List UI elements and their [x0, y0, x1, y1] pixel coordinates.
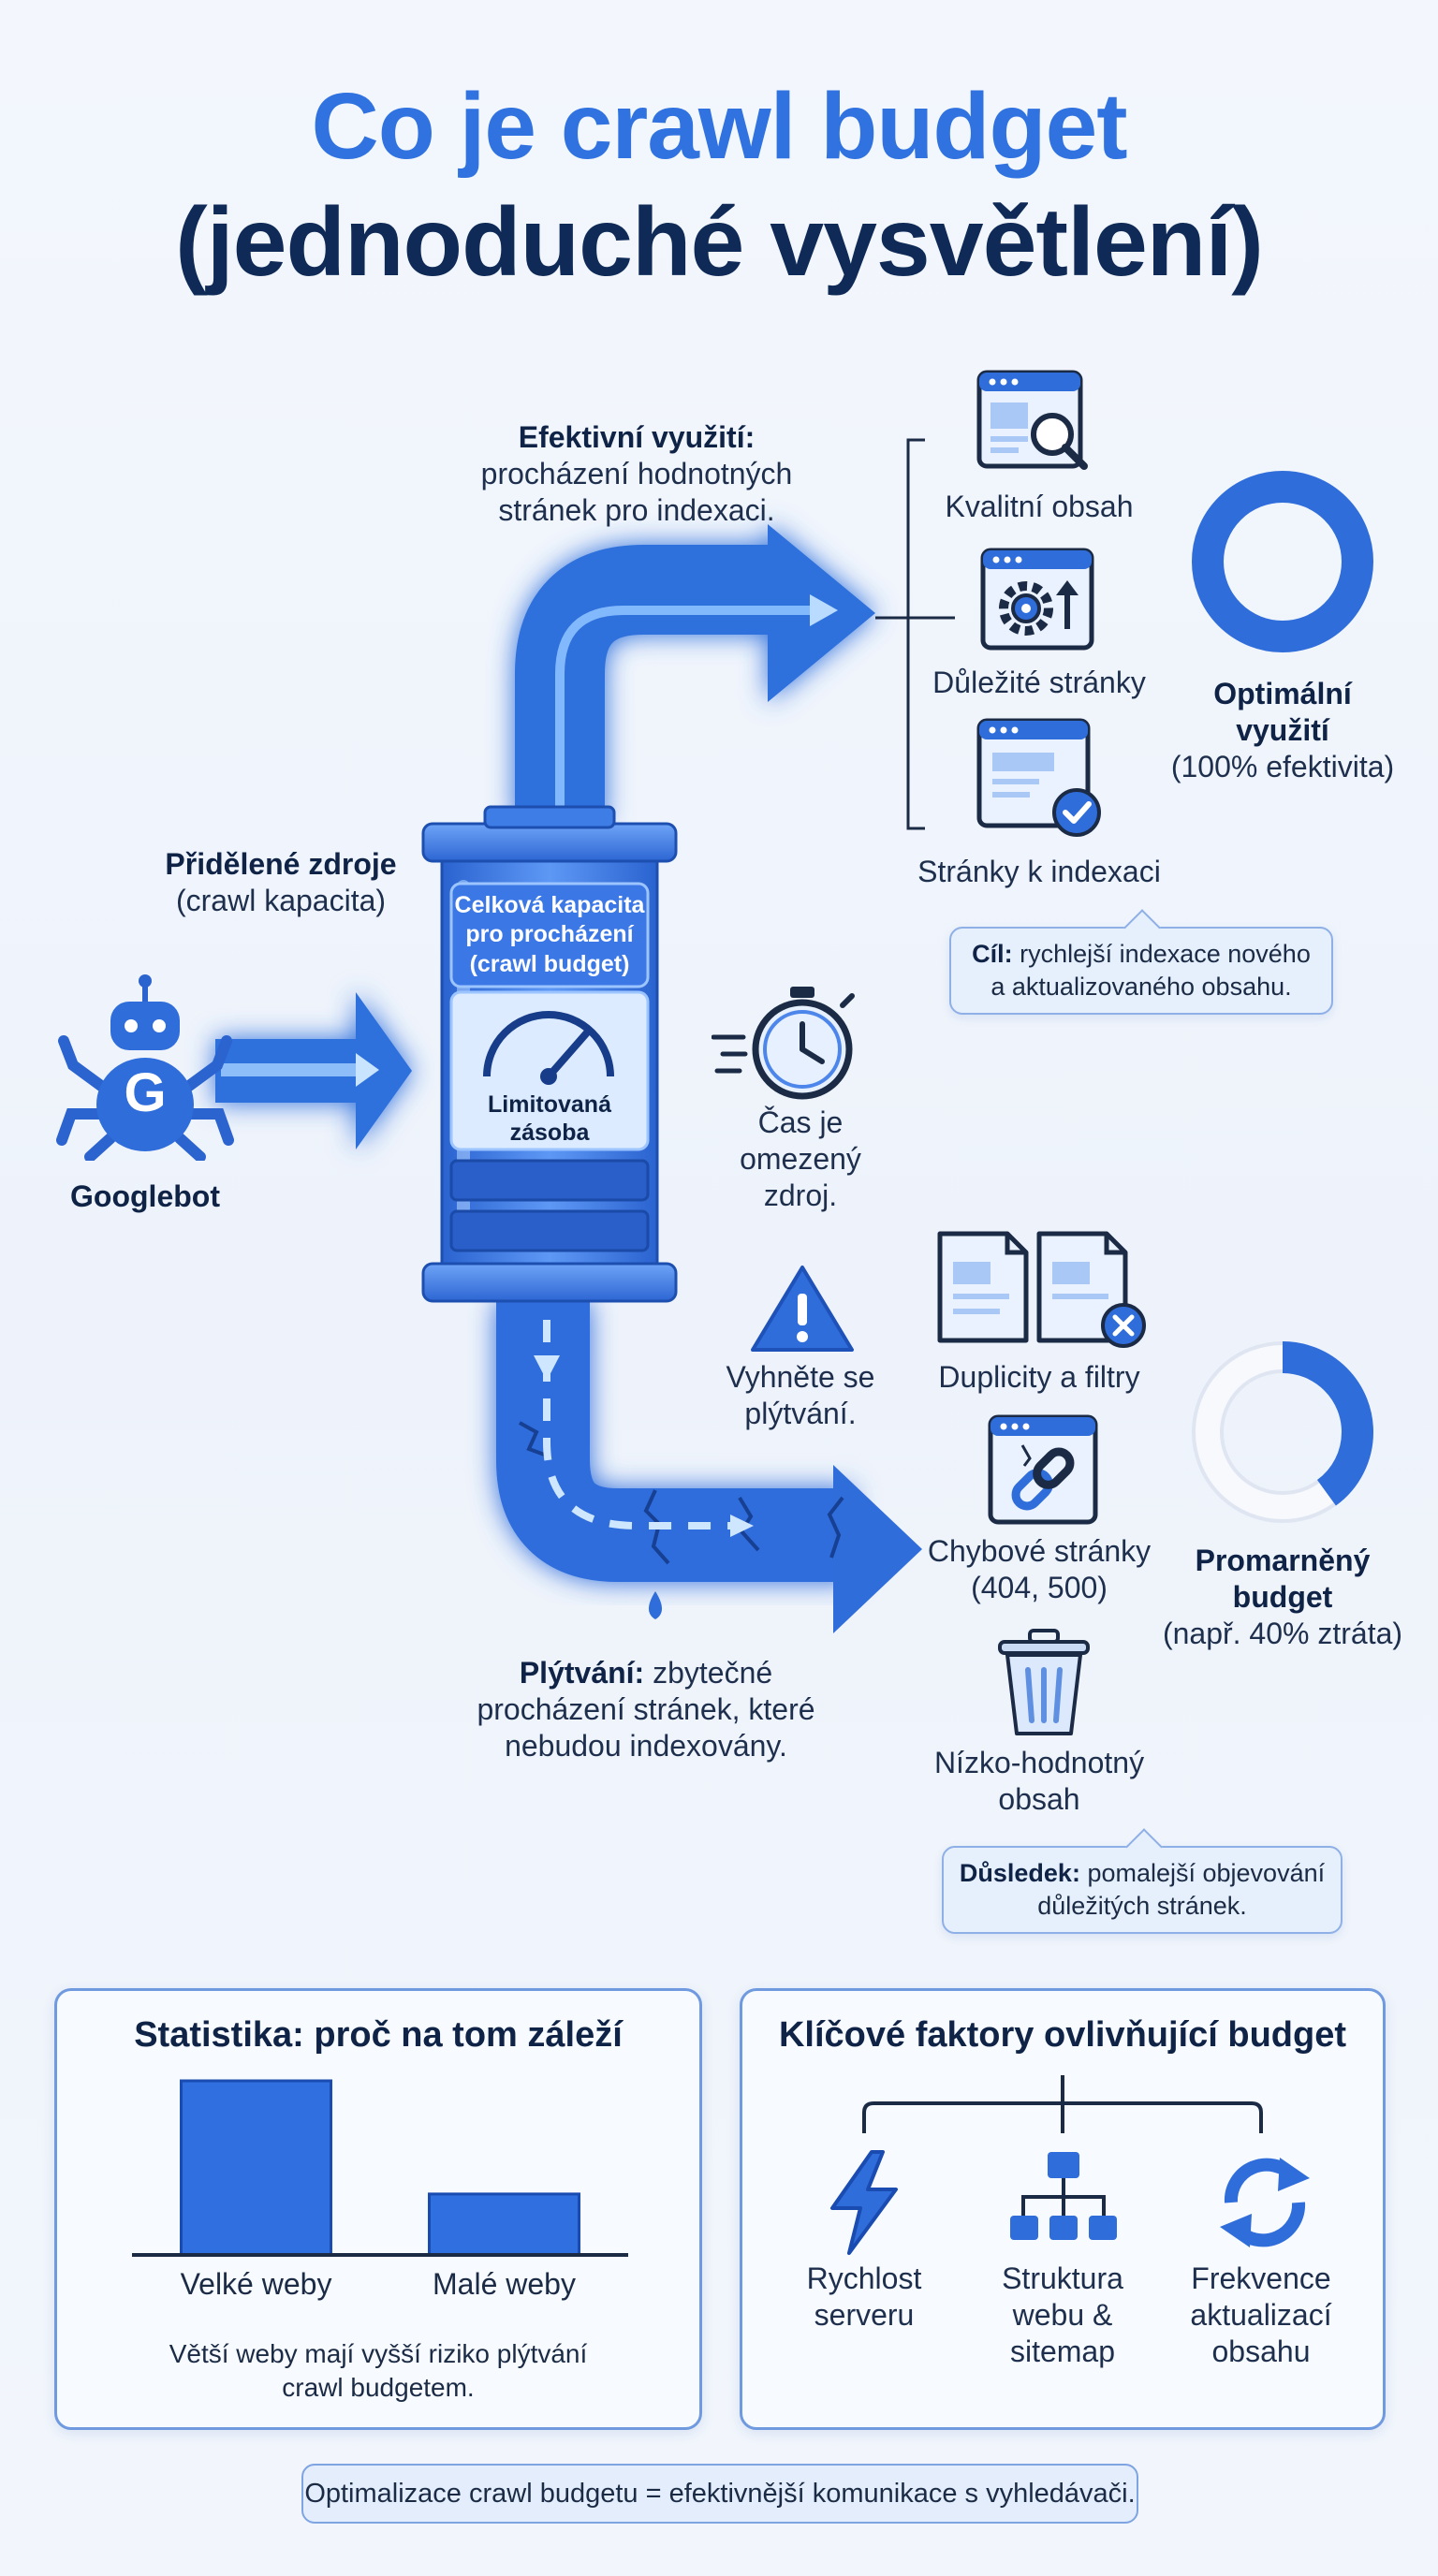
bar-1 [428, 2192, 580, 2257]
stats-bar-chart: Velké weby Malé weby [132, 2079, 628, 2301]
waste-label: Plýtvání: zbytečné procházení stránek, k… [477, 1656, 815, 1764]
good-bracket [875, 438, 955, 830]
trash-icon [998, 1629, 1090, 1735]
allocated-resources-label: Přidělené zdroje (crawl kapacita) [165, 847, 397, 918]
page-title: Co je crawl budget [311, 74, 1127, 179]
search-page-icon [976, 370, 1088, 470]
factor-server-speed: Rychlost serveru [806, 2261, 922, 2333]
bar-0 [180, 2079, 332, 2257]
footer-note: Optimalizace crawl budgetu = efektivnějš… [301, 2464, 1138, 2524]
lightning-icon [830, 2150, 898, 2255]
efficient-usage-label: Efektivní využití: procházení hodnotných… [480, 420, 793, 528]
factors-title: Klíčové faktory ovlivňující budget [778, 2015, 1346, 2055]
factor-update-frequency: Frekvence aktualizací obsahu [1190, 2261, 1332, 2369]
gauge-label: Limitovaná zásoba [488, 1091, 611, 1146]
bar-label-1: Malé weby [433, 2267, 576, 2301]
good-item-pages-to-index: Stránky k indexaci [917, 855, 1161, 888]
lower-pipe [496, 1301, 922, 1633]
stats-title: Statistika: proč na tom záleží [134, 2015, 623, 2055]
bar-label-0: Velké weby [181, 2267, 332, 2301]
wasted-budget-arc [1192, 1341, 1373, 1523]
wasted-budget-donut [1192, 1341, 1373, 1523]
upper-pipe [515, 524, 875, 824]
warning-icon [751, 1266, 854, 1352]
optimal-usage-arc [1192, 471, 1373, 652]
optimal-usage-label: Optimální využití (100% efektivita) [1170, 677, 1395, 784]
bad-item-duplicates: Duplicity a filtry [938, 1360, 1140, 1394]
factors-connector [862, 2075, 1263, 2133]
consequence-callout: Důsledek: pomalejší objevování důležitýc… [942, 1828, 1343, 1934]
check-page-icon [976, 718, 1101, 837]
refresh-icon [1220, 2158, 1310, 2247]
tank-label: Celková kapacita pro procházení (crawl b… [454, 892, 645, 977]
stats-caption: Větší weby mají vyšší riziko plýtvání cr… [169, 2339, 588, 2403]
good-item-quality-content: Kvalitní obsah [945, 490, 1134, 523]
sitemap-icon [1010, 2152, 1117, 2240]
gear-page-icon [980, 548, 1094, 651]
bad-item-low-value-content: Nízko-hodnotný obsah [933, 1746, 1145, 1817]
factor-site-structure: Struktura webu & sitemap [1002, 2261, 1123, 2369]
wasted-budget-label: Promarněný budget (např. 40% ztráta) [1162, 1544, 1403, 1651]
googlebot-spider-icon [56, 974, 234, 1161]
duplicate-pages-icon [937, 1231, 1146, 1348]
googlebot-label: Googlebot [70, 1179, 220, 1213]
factors-panel: Klíčové faktory ovlivňující budget Rychl… [740, 1988, 1386, 2430]
stopwatch-icon [712, 987, 855, 1100]
time-limited-label: Čas je omezený zdroj. [740, 1105, 861, 1213]
page-subtitle: (jednoduché vysvětlení) [175, 188, 1264, 297]
goal-callout: Cíl: rychlejší indexace nového a aktuali… [949, 909, 1333, 1015]
bad-item-error-pages: Chybové stránky (404, 500) [927, 1534, 1152, 1605]
budget-tank [421, 805, 678, 1303]
googlebot-logo-letter: G [124, 1062, 167, 1123]
good-item-important-pages: Důležité stránky [932, 666, 1146, 699]
stats-panel: Statistika: proč na tom záleží Velké web… [54, 1988, 702, 2430]
avoid-waste-label: Vyhněte se plýtvání. [726, 1360, 875, 1431]
broken-link-icon [988, 1414, 1098, 1525]
optimal-usage-donut [1192, 471, 1373, 652]
